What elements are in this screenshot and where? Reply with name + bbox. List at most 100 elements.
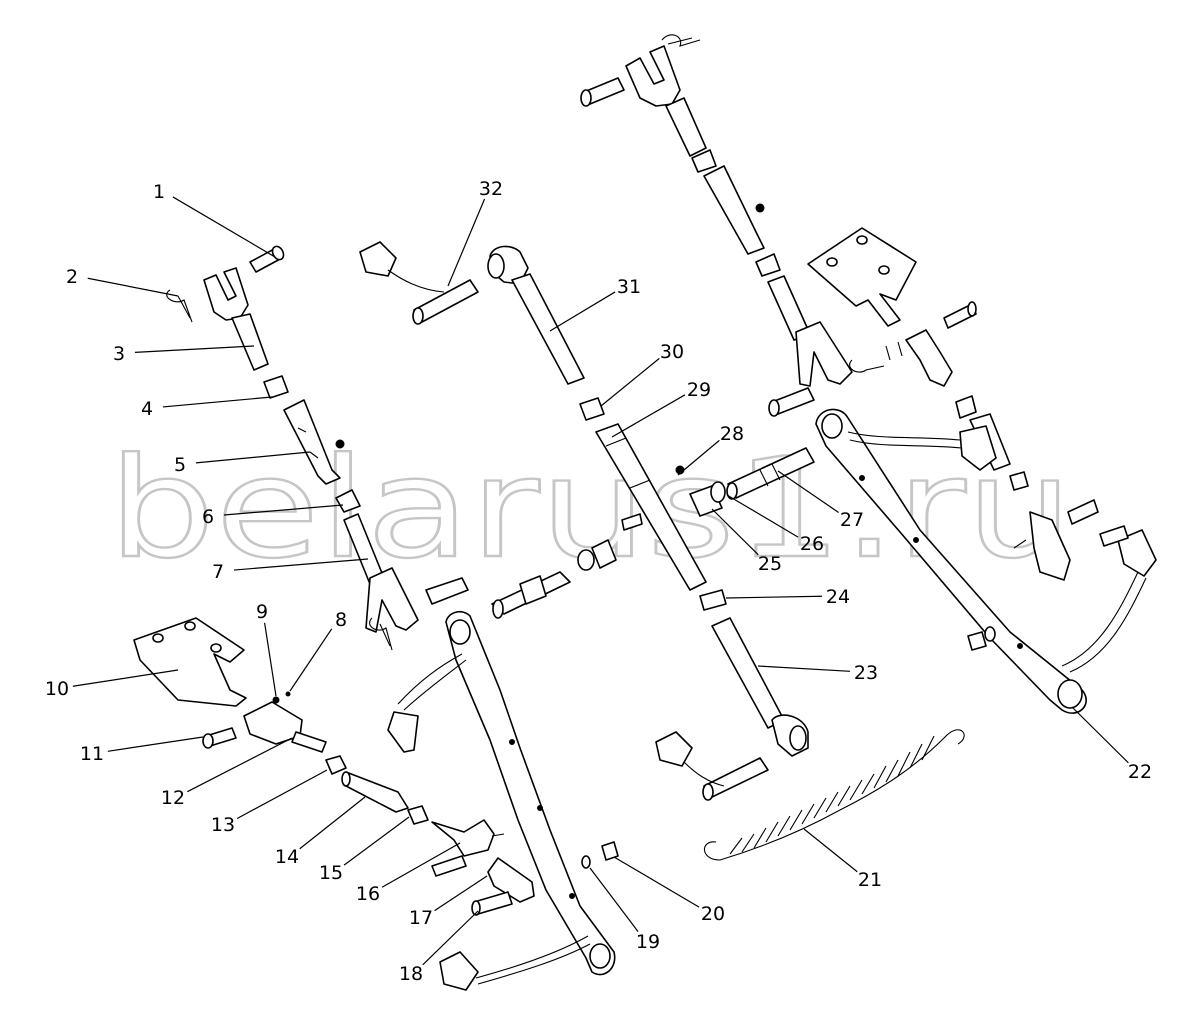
left-lower-link: [387, 610, 619, 991]
callout-12: 12: [161, 737, 293, 809]
callout-label: 7: [212, 561, 224, 583]
callout-label: 6: [202, 506, 214, 528]
callout-24: 24: [725, 586, 850, 608]
callout-19: 19: [589, 867, 660, 953]
callout-leader-line: [447, 198, 486, 287]
callout-leader-line: [162, 396, 273, 408]
callout-2: 2: [66, 266, 179, 297]
callout-leader-line: [233, 558, 369, 571]
callout-6: 6: [202, 504, 344, 528]
central-lower-link: [655, 617, 809, 801]
callout-leader-line: [711, 508, 759, 556]
callout-27: 27: [777, 470, 864, 531]
callout-16: 16: [356, 842, 461, 905]
callout-leader-line: [725, 595, 823, 599]
callout-label: 4: [141, 398, 153, 420]
callout-label: 31: [617, 276, 641, 298]
callout-label: 21: [858, 869, 882, 891]
callout-label: 10: [45, 678, 69, 700]
callout-30: 30: [600, 341, 684, 407]
callout-leader-line: [422, 910, 479, 966]
callout-label: 30: [660, 341, 684, 363]
callout-leader-line: [1071, 706, 1129, 764]
callout-label: 2: [66, 266, 78, 288]
callout-label: 18: [399, 963, 423, 985]
callout-13: 13: [211, 769, 328, 836]
callout-label: 15: [319, 862, 343, 884]
callout-7: 7: [212, 558, 369, 583]
callout-label: 25: [758, 553, 782, 575]
callout-4: 4: [141, 396, 273, 420]
callout-label: 13: [211, 814, 235, 836]
callout-20: 20: [613, 856, 725, 925]
callout-8: 8: [289, 609, 347, 692]
callout-32: 32: [447, 178, 503, 287]
callout-label: 8: [335, 609, 347, 631]
callout-10: 10: [45, 669, 179, 700]
callout-26: 26: [726, 494, 824, 555]
callout-leader-line: [381, 842, 461, 888]
callout-leader-line: [134, 345, 255, 353]
callout-9: 9: [256, 601, 277, 697]
callout-label: 28: [720, 423, 744, 445]
spring: [703, 729, 965, 861]
callout-leader-line: [289, 628, 333, 692]
callout-17: 17: [409, 875, 488, 929]
callout-leader-line: [195, 451, 311, 464]
right-lower-link: [815, 408, 1157, 714]
callout-23: 23: [757, 662, 878, 684]
callout-leader-line: [757, 665, 851, 672]
callout-label: 14: [275, 846, 299, 868]
callout-21: 21: [803, 828, 882, 891]
callout-label: 1: [153, 181, 165, 203]
callout-leader-line: [726, 494, 799, 538]
callout-leader-line: [72, 669, 179, 687]
callout-31: 31: [549, 276, 641, 332]
callout-leader-line: [549, 291, 616, 332]
callout-label: 12: [161, 787, 185, 809]
callout-14: 14: [275, 796, 366, 868]
callout-leader-line: [223, 504, 344, 516]
callout-leader-line: [107, 736, 204, 752]
callout-label: 16: [356, 883, 380, 905]
right-upper-fork-assembly: [580, 34, 903, 417]
callout-label: 29: [687, 379, 711, 401]
callout-label: 19: [636, 931, 660, 953]
callout-label: 32: [479, 178, 503, 200]
callout-leader-line: [299, 796, 366, 850]
callout-leader-line: [434, 875, 488, 912]
callout-leader-line: [777, 470, 839, 513]
callout-label: 27: [840, 509, 864, 531]
callout-leader-line: [87, 277, 179, 297]
callout-25: 25: [711, 508, 782, 575]
callout-layer: 1234567891011121314151617181920212223242…: [45, 178, 1152, 985]
callout-label: 24: [826, 586, 850, 608]
callout-leader-line: [187, 737, 293, 793]
callout-label: 9: [256, 601, 268, 623]
callout-label: 11: [80, 743, 104, 765]
callout-5: 5: [174, 451, 311, 476]
callout-leader-line: [343, 816, 410, 866]
callout-leader-line: [236, 769, 328, 819]
central-upper-link: [359, 241, 707, 591]
callout-leader-line: [600, 357, 660, 407]
left-upper-fork-assembly: [166, 245, 469, 651]
callout-leader-line: [611, 394, 686, 438]
callout-leader-line: [803, 828, 858, 873]
callout-15: 15: [319, 816, 410, 884]
callout-18: 18: [399, 910, 479, 985]
callout-3: 3: [113, 343, 255, 365]
callout-label: 26: [800, 533, 824, 555]
callout-leader-line: [589, 867, 639, 932]
left-bracket-assembly: [133, 617, 535, 916]
central-shaft-assembly: [491, 447, 815, 619]
callout-28: 28: [677, 423, 744, 476]
callout-leader-line: [172, 196, 276, 258]
callout-11: 11: [80, 736, 204, 765]
callout-label: 17: [409, 907, 433, 929]
callout-label: 23: [854, 662, 878, 684]
callout-leader-line: [613, 856, 700, 908]
callout-22: 22: [1071, 706, 1152, 783]
callout-label: 5: [174, 454, 186, 476]
